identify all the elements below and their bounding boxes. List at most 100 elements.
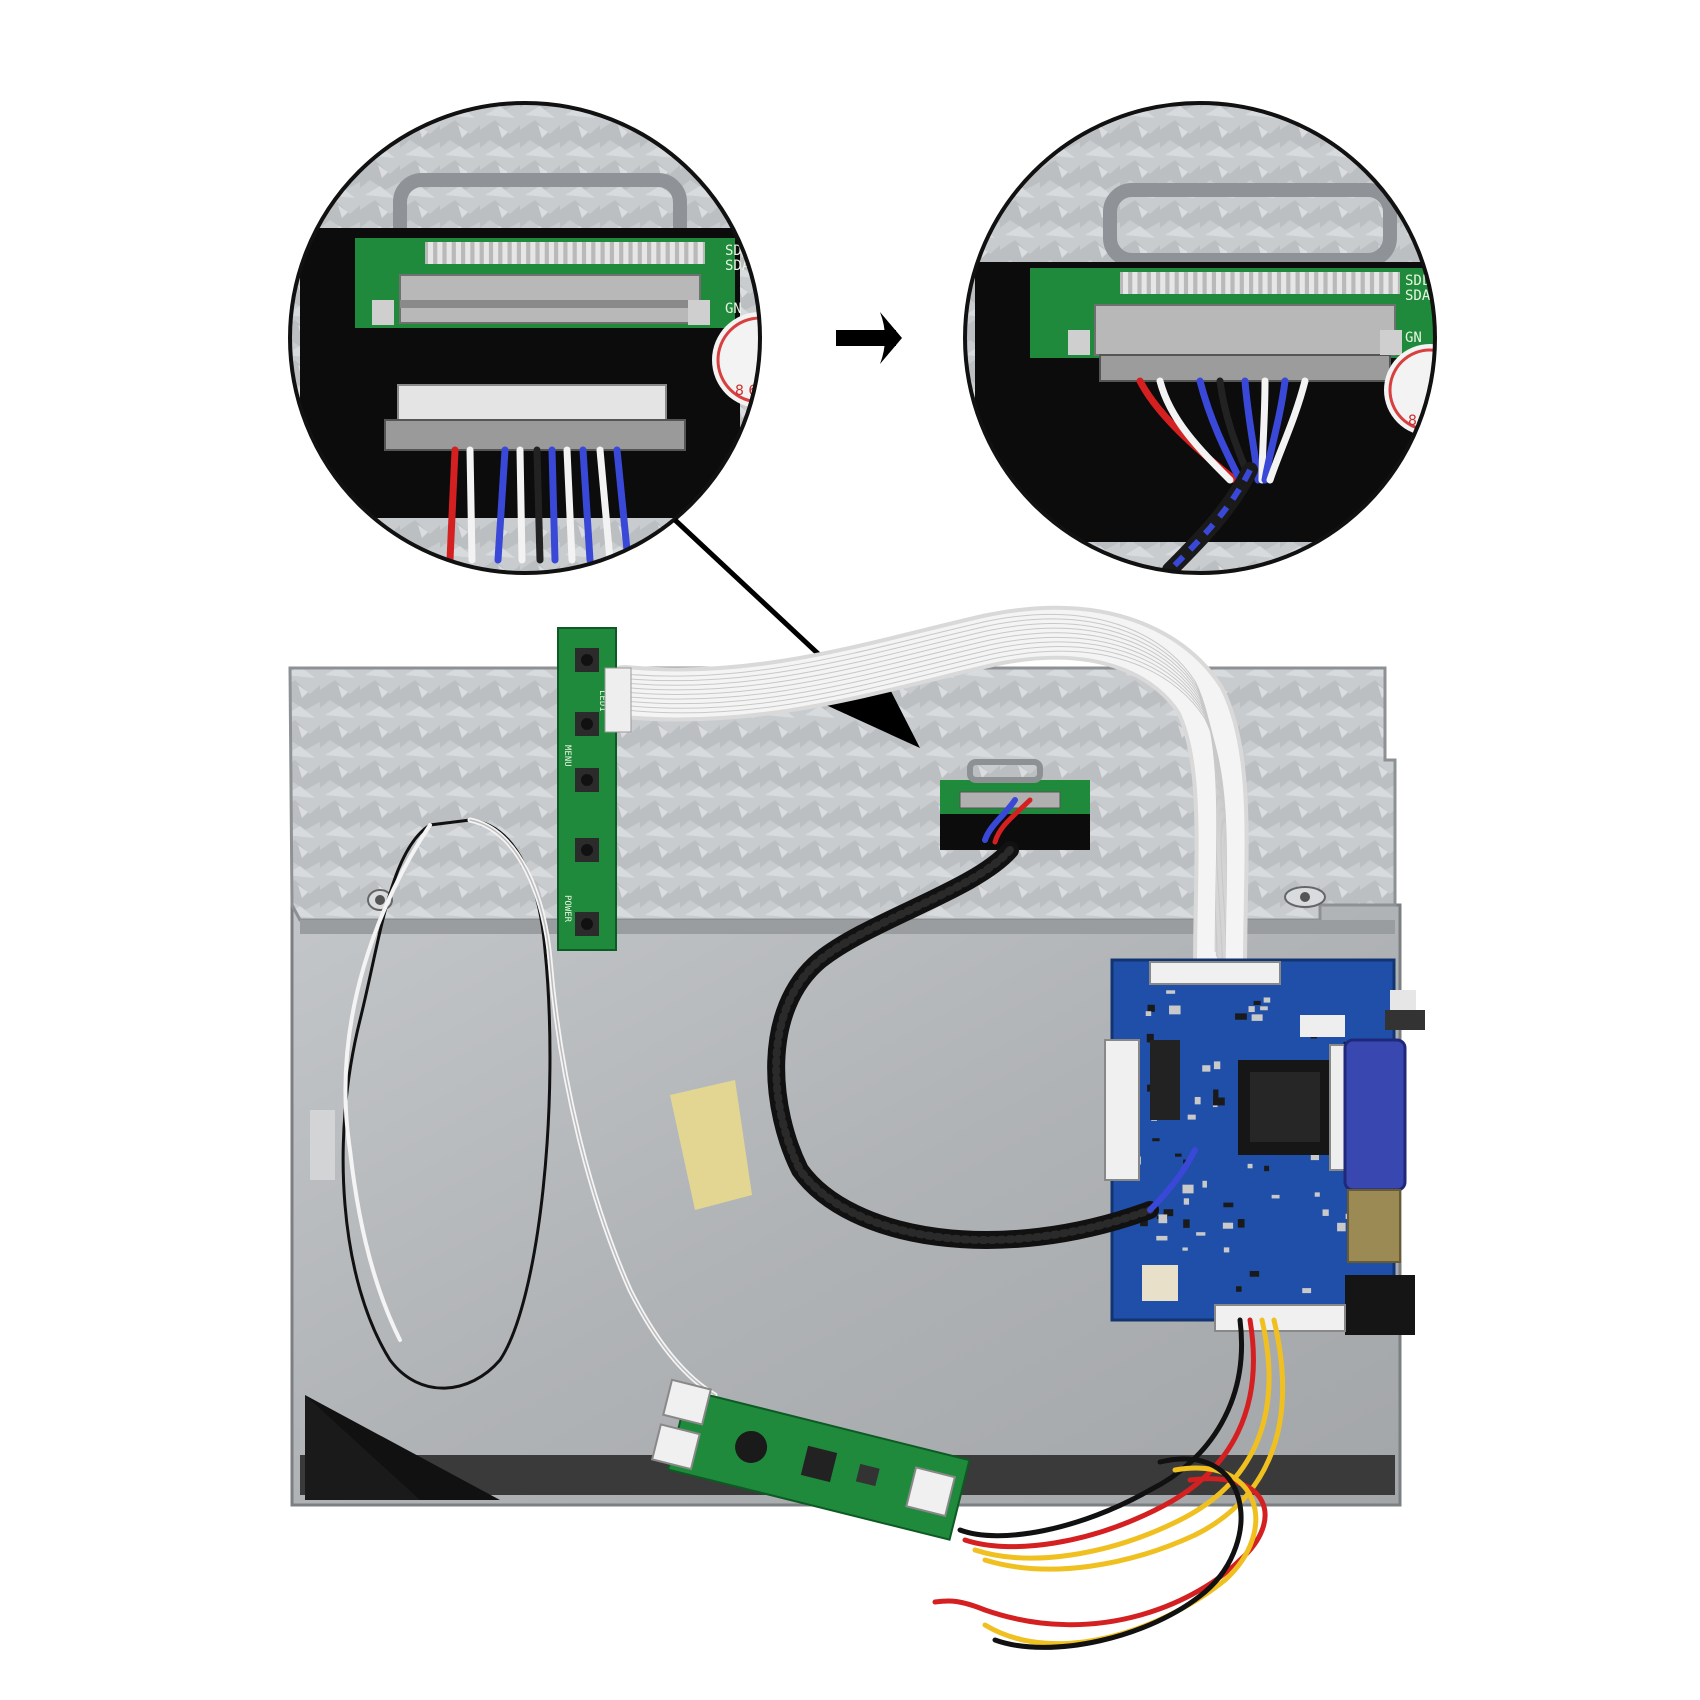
connector-pin: [502, 242, 508, 264]
keypad-buttons: [575, 648, 599, 936]
connector-pin: [455, 242, 462, 264]
arrow-right-icon: [836, 312, 902, 364]
ribbon-line: [629, 650, 1227, 989]
board-label-gn-right: GN: [1405, 330, 1422, 346]
connector-pin: [586, 242, 592, 264]
connector-pin: [437, 242, 443, 264]
connector-pin: [539, 242, 545, 264]
sticker-digits-right: 8 6 4: [1408, 413, 1444, 429]
connector-pin: [483, 242, 489, 264]
smd-component: [1314, 1192, 1320, 1197]
ribbon-line: [623, 627, 1221, 966]
smd-component: [1146, 1033, 1154, 1043]
connector-pin: [632, 242, 638, 264]
board-label-sdl-right: SDL: [1405, 273, 1430, 289]
connector-pin: [679, 242, 685, 264]
smd-component: [1264, 1165, 1270, 1172]
connector-pin: [558, 242, 564, 264]
connector-pin: [1374, 272, 1380, 294]
connector-pin: [1355, 272, 1361, 294]
smd-component: [1183, 1198, 1190, 1205]
connector-pin: [530, 242, 536, 264]
smd-component: [1163, 1209, 1174, 1217]
connector-pin: [1364, 272, 1370, 294]
connector-pin: [1216, 272, 1222, 294]
connector-pin: [446, 242, 452, 264]
connector-pin: [1188, 272, 1194, 294]
connector-pin: [1309, 272, 1315, 294]
connector-pin: [595, 242, 601, 264]
connector-pin: [1253, 272, 1259, 294]
connector-pin: [1169, 272, 1175, 294]
smd-component: [1152, 1138, 1160, 1142]
zoom-circle-connected: SDL SDA GN 8 6 4: [963, 101, 1444, 575]
connector-pin: [623, 242, 629, 264]
smd-component: [1223, 1202, 1234, 1208]
backlight-wires: [341, 817, 718, 1398]
smd-component: [1247, 1163, 1253, 1169]
connector-pin: [493, 242, 499, 264]
smd-component: [1236, 1286, 1242, 1292]
connector-pin: [1299, 272, 1305, 294]
connector-pin: [651, 242, 657, 264]
connector-pin: [1234, 272, 1240, 294]
connector-pin: [688, 242, 694, 264]
keypad-board: LED1 MENU POWER: [557, 627, 632, 951]
connector-pin: [1336, 272, 1343, 294]
zoom-circle-disconnected: SDL SDA GN 8 6 4: [288, 101, 762, 575]
smd-component: [1145, 1011, 1152, 1017]
smd-component: [1213, 1061, 1221, 1070]
connector-pin: [1281, 272, 1287, 294]
connector-pin: [428, 242, 434, 264]
smd-component: [1182, 1184, 1194, 1194]
smd-component: [1322, 1209, 1329, 1216]
connector-pin: [567, 242, 573, 264]
smd-component: [1248, 1006, 1255, 1013]
connector-pin: [669, 242, 675, 264]
smd-component: [1260, 1006, 1268, 1011]
smd-component: [1337, 1222, 1346, 1232]
connector-pin: [1206, 272, 1212, 294]
smd-component: [1196, 1232, 1206, 1236]
smd-component: [1175, 1153, 1182, 1157]
connector-pin: [1197, 272, 1203, 294]
connector-pin: [1132, 272, 1138, 294]
controller-board: [1104, 958, 1425, 1335]
lvds-cable: [767, 797, 1198, 1249]
connector-pin: [511, 242, 517, 264]
smd-component: [1222, 1222, 1234, 1229]
inverter-board: [650, 1378, 971, 1541]
connector-pin: [1225, 272, 1231, 294]
smd-component: [1302, 1288, 1312, 1294]
connector-pin: [614, 242, 620, 264]
smd-component: [1202, 1180, 1207, 1188]
connector-pin: [660, 242, 666, 264]
arrow-diagonal-icon: [673, 518, 920, 748]
smd-component: [1271, 1194, 1280, 1199]
connector-pin: [1318, 272, 1324, 294]
connector-pin: [1262, 272, 1268, 294]
smd-component: [1310, 1153, 1320, 1161]
connector-pin: [548, 242, 555, 264]
smd-component: [1213, 1089, 1219, 1099]
connector-pin: [1392, 272, 1398, 294]
connector-pin: [474, 242, 480, 264]
connector-pin: [1150, 272, 1157, 294]
smd-component: [1237, 1219, 1245, 1228]
smd-component: [1202, 1065, 1211, 1072]
smd-component: [1253, 1000, 1261, 1006]
keypad-label-power: POWER: [562, 895, 572, 923]
ribbon-line: [628, 646, 1226, 985]
board-label-sda: SDA: [725, 258, 751, 274]
smd-component: [1212, 1097, 1225, 1106]
connector-pin: [1243, 272, 1250, 294]
ribbon-line: [619, 613, 1218, 953]
connector-pin: [641, 242, 648, 264]
connector-pin: [697, 242, 703, 264]
ribbon-line: [624, 632, 1223, 971]
board-label-sda-right: SDA: [1405, 288, 1431, 304]
connector-pin: [1346, 272, 1352, 294]
smd-component: [1194, 1096, 1201, 1105]
smd-component: [1169, 1005, 1181, 1015]
smd-component: [1251, 1014, 1263, 1021]
